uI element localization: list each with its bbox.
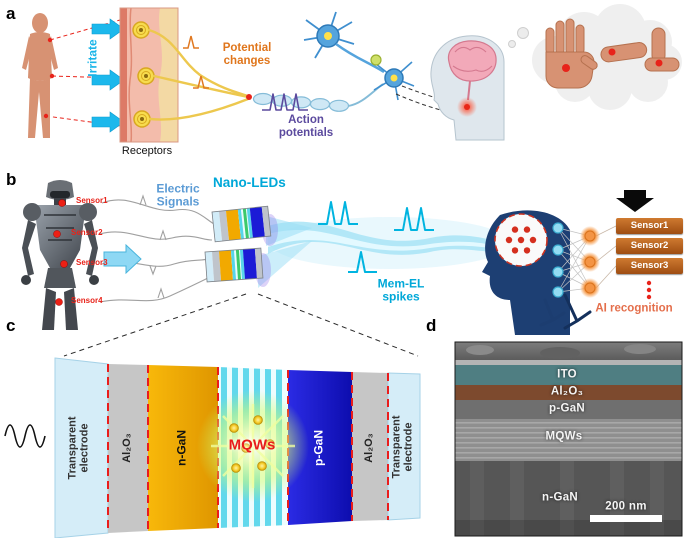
nerve-fibers — [147, 28, 250, 121]
irritate-label: Irritate — [85, 39, 100, 77]
sensor2-box: Sensor2 — [616, 238, 683, 254]
action-potentials-label: Action potentials — [278, 114, 334, 139]
robot-sensor-dots — [53, 199, 68, 306]
al2o3-right-label: Al₂O₃ — [362, 433, 375, 463]
potential-spike-icons — [183, 35, 209, 89]
tem-mqw-band — [455, 419, 682, 461]
mqws-label: MQWs — [228, 436, 276, 454]
potential-changes-label: Potential changes — [222, 42, 272, 67]
tem-image — [454, 341, 683, 537]
n-gan-layer — [148, 365, 218, 531]
electric-signal-waves — [99, 194, 215, 303]
robot-sensor4-label: Sensor4 — [71, 296, 103, 305]
receptor-cells — [132, 21, 155, 128]
robot-sensor2-label: Sensor2 — [71, 228, 103, 237]
tem-n-gan-band — [455, 461, 682, 536]
mem-el-spike-traces — [318, 201, 434, 273]
robot-sensor3-label: Sensor3 — [76, 258, 108, 267]
tem-al2o3-band — [455, 385, 682, 400]
device-schematic — [54, 357, 421, 538]
human-body-illustration — [22, 13, 58, 138]
transparent-electrode-left-label: Transparent electrode — [66, 416, 91, 480]
al2o3-left-label: Al₂O₃ — [120, 433, 133, 463]
tem-p-gan-label: p-GaN — [549, 402, 585, 415]
body-to-skin-dashed-lines — [45, 19, 121, 127]
robot-sensor1-label: Sensor1 — [76, 196, 108, 205]
down-arrow-icon — [616, 190, 654, 212]
fiber-junction-dot — [246, 94, 252, 100]
myelinated-axon-chain — [252, 83, 384, 112]
panel-c-label: c — [6, 316, 16, 335]
nano-led-stack-1 — [211, 205, 272, 243]
electric-signals-label: Electric Signals — [156, 181, 200, 209]
retina-sensor-circle — [494, 213, 548, 267]
hand-illustration — [545, 18, 598, 89]
neural-network — [552, 222, 617, 298]
led-emission-cone-1 — [266, 216, 312, 246]
ai-recognition-label: AI recognition — [595, 302, 673, 315]
light-beam-core — [268, 230, 492, 251]
sensor-ellipsis-dots — [646, 280, 652, 300]
carrier-spheres — [229, 415, 275, 473]
tem-ito-band — [455, 365, 682, 385]
al2o3-left-layer — [108, 364, 148, 533]
tem-mqws-label: MQWs — [545, 430, 583, 443]
nano-led-stack-2 — [204, 247, 264, 283]
thought-bubble — [508, 4, 682, 110]
irritate-arrow-icons — [91, 18, 125, 133]
skin-cross-section — [119, 7, 179, 143]
n-gan-label: n-GaN — [174, 430, 189, 466]
action-potential-trace — [262, 93, 308, 111]
neuron-illustrations — [303, 11, 415, 101]
tem-al2o3-label: Al₂O₃ — [550, 385, 584, 398]
sensor1-box: Sensor1 — [616, 218, 683, 234]
electric-signal-arrow-icon — [103, 243, 142, 275]
panel-a-label: a — [6, 4, 16, 23]
p-gan-layer — [288, 370, 352, 525]
sensor3-box: Sensor3 — [616, 258, 683, 274]
tem-n-gan-label: n-GaN — [542, 491, 578, 504]
al2o3-right-layer — [352, 372, 388, 521]
tem-p-gan-band — [455, 400, 682, 419]
led-emission-cone-2 — [258, 241, 312, 288]
receptors-label: Receptors — [121, 144, 173, 157]
transparent-electrode-right-label: Transparent electrode — [390, 415, 415, 479]
tem-ito-label: ITO — [557, 368, 577, 381]
robot-illustration — [21, 180, 99, 330]
scale-bar-label: 200 nm — [605, 500, 647, 513]
bent-arm-illustration — [644, 27, 680, 72]
forearm-illustration — [600, 42, 648, 63]
panel-d-label: d — [426, 316, 437, 335]
sine-wave-icon — [4, 424, 46, 448]
panel-b-label: b — [6, 170, 17, 189]
p-gan-label: p-GaN — [311, 430, 326, 466]
scale-bar — [590, 515, 662, 522]
head-brain-illustration — [430, 35, 505, 141]
nano-leds-label: Nano-LEDs — [213, 175, 286, 190]
mem-el-spikes-label: Mem-EL spikes — [377, 276, 425, 304]
zoom-dashed-lines — [63, 293, 419, 357]
